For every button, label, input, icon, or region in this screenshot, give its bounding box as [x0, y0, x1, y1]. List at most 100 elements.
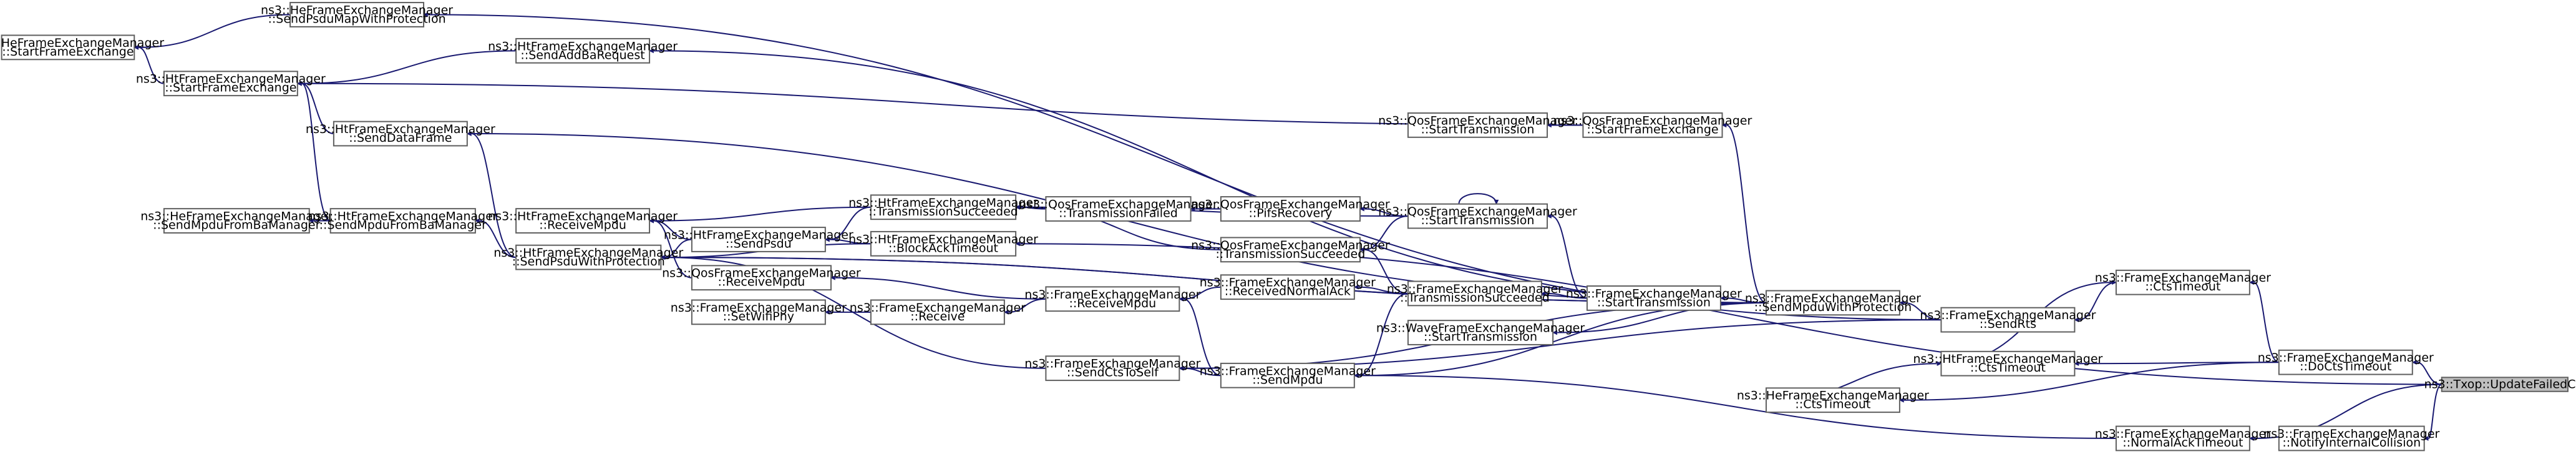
edge-arrowhead [1721, 122, 1727, 128]
node-label: ::PifsRecovery [1249, 206, 1333, 220]
node-fem-sendmpdu[interactable]: ns3::FrameExchangeManager::SendMpdu [1200, 362, 1376, 388]
node-ht-sendpsduwp[interactable]: ns3::HtFrameExchangeManager::SendPsduWit… [493, 244, 683, 270]
node-fem-transsucc[interactable]: ns3::FrameExchangeManager::TransmissionS… [1387, 280, 1563, 307]
node-fem-sendrts[interactable]: ns3::FrameExchangeManager::SendRts [1920, 307, 2096, 333]
node-label: ::SendAddBaRequest [520, 48, 644, 62]
node-fem-recvnormalack[interactable]: ns3::FrameExchangeManager::ReceivedNorma… [1200, 274, 1376, 300]
node-ht-sendmpdufromba[interactable]: ns3::HtFrameExchangeManager::SendMpduFro… [308, 208, 498, 234]
node-label: ::SendCtsToSelf [1067, 366, 1159, 380]
edge-line [1364, 215, 1408, 250]
node-qos-starttrans-b[interactable]: ns3::QosFrameExchangeManager::StartTrans… [1378, 112, 1577, 138]
node-fem-sendmpduwp[interactable]: ns3::FrameExchangeManager::SendMpduWithP… [1745, 290, 1921, 316]
edge-line [2079, 282, 2116, 321]
node-qos-pifs[interactable]: ns3::QosFrameExchangeManager::PifsRecove… [1191, 196, 1390, 222]
node-label: ::DoCtsTimeout [2300, 360, 2391, 373]
node-fem-receive[interactable]: ns3::FrameExchangeManager::Receive [850, 299, 1026, 325]
node-label: ns3::HtFrameExchangeManager [664, 228, 853, 242]
node-label: ::ReceiveMpdu [539, 219, 626, 232]
node-box [1045, 286, 1180, 312]
node-fem-notifyinternal[interactable]: ns3::FrameExchangeManager::NotifyInterna… [2263, 425, 2440, 452]
node-label: ns3::HtFrameExchangeManager [493, 246, 683, 260]
node-label: ns3::QosFrameExchangeManager [1019, 197, 1218, 211]
node-label: ::TransmissionSucceeded [1216, 247, 1366, 261]
edge-ht-sendmpdufromba-to-he-sendmpdufromba [308, 218, 331, 224]
edge-arrowhead [830, 275, 835, 280]
node-qos-receivempdu[interactable]: ns3::QosFrameExchangeManager::ReceiveMpd… [662, 265, 861, 291]
node-label: ::StartFrameExchange [165, 81, 296, 95]
node-label: ::StartTransmission [1424, 330, 1537, 344]
node-fem-ctstimeout[interactable]: ns3::FrameExchangeManager::CtsTimeout [2095, 269, 2271, 295]
node-fem-sendctstoself[interactable]: ns3::FrameExchangeManager::SendCtsToSelf [1024, 355, 1201, 382]
node-box [1940, 350, 2076, 377]
edge-arrowhead [648, 218, 654, 224]
edge-line [428, 14, 1942, 321]
node-fem-normalack[interactable]: ns3::FrameExchangeManager::NormalAckTime… [2095, 425, 2271, 452]
node-label: ns3::FrameExchangeManager [1024, 288, 1200, 302]
node-ht-senddata[interactable]: ns3::HtFrameExchangeManager::SendDataFra… [306, 121, 495, 147]
node-box [1220, 362, 1355, 388]
node-box [1586, 285, 1721, 311]
node-label: ::ReceiveMpdu [1069, 297, 1156, 310]
edge-arrowhead [1353, 284, 1359, 290]
edge-fem-receive-to-fem-setwifiphy [824, 310, 871, 315]
node-he-start[interactable]: ns3::HeFrameExchangeManager::StartFrameE… [0, 34, 164, 61]
edge-arrowhead [134, 45, 139, 50]
node-label: ::SetWifiPhy [723, 310, 794, 323]
node-label: ::StartFrameExchange [2, 45, 134, 59]
node-box [691, 227, 826, 252]
edge-arrowhead [1359, 247, 1364, 252]
node-ht-transsucc[interactable]: ns3::HtFrameExchangeManager::Transmissio… [848, 194, 1038, 220]
node-label: ::Receive [910, 310, 965, 323]
node-label: ::CtsTimeout [1970, 361, 2046, 375]
node-txop-update[interactable]: ns3::Txop::UpdateFailedCw [2424, 377, 2576, 392]
node-label: ns3::FrameExchangeManager [1024, 357, 1200, 371]
node-label: ns3::HeFrameExchangeManager [0, 36, 164, 50]
node-ht-sendpsdu[interactable]: ns3::HtFrameExchangeManager::SendPsdu [664, 227, 853, 252]
node-ht-blockack[interactable]: ns3::HtFrameExchangeManager::BlockAckTim… [848, 230, 1038, 257]
edge-fem-docts-to-fem-ctstimeout [2248, 280, 2280, 363]
edge-fem-sendrts-to-he-sendpsdumap [422, 12, 1942, 321]
node-box [1, 34, 135, 61]
node-label: ::SendPsduMapWithProtection [268, 12, 445, 26]
edge-ht-sendpsduwp-to-ht-sendmpdufromba [474, 218, 517, 259]
node-he-sendpsdumap[interactable]: ns3::HeFrameExchangeManager::SendPsduMap… [261, 2, 453, 27]
node-label: ::SendMpdu [1252, 373, 1323, 387]
node-he-sendmpdufromba[interactable]: ns3::HeFrameExchangeManager::SendMpduFro… [140, 208, 333, 234]
node-label: ns3::QosFrameExchangeManager [1553, 114, 1752, 127]
edge-arrowhead [1552, 330, 1557, 335]
node-label: ns3::HtFrameExchangeManager [488, 39, 678, 53]
edge-line [138, 46, 165, 84]
node-label: ::NotifyInternalCollision [2282, 436, 2421, 450]
node-fem-starttrans[interactable]: ns3::FrameExchangeManager::StartTransmis… [1566, 285, 1742, 311]
edge-line [301, 82, 334, 135]
node-wave-starttrans[interactable]: ns3::WaveFrameExchangeManager::StartTran… [1376, 320, 1585, 345]
node-ht-receivempdu[interactable]: ns3::HtFrameExchangeManager::ReceiveMpdu [488, 208, 678, 234]
node-label: ns3::QosFrameExchangeManager [1378, 114, 1577, 127]
node-label: ::ReceiveMpdu [718, 275, 805, 289]
node-label: ns3::QosFrameExchangeManager [662, 267, 861, 280]
node-fem-docts[interactable]: ns3::FrameExchangeManager::DoCtsTimeout [2258, 349, 2434, 375]
node-label: ns3::WaveFrameExchangeManager [1376, 322, 1585, 335]
node-qos-transsucc[interactable]: ns3::QosFrameExchangeManager::Transmissi… [1191, 237, 1390, 263]
node-label: ns3::HtFrameExchangeManager [306, 122, 495, 136]
edge-fem-docts-to-he-ctstimeout [1898, 362, 2279, 403]
node-ht-startfe[interactable]: ns3::HtFrameExchangeManager::StartFrameE… [136, 71, 326, 97]
edge-ht-sendaddba-to-ht-startfe [296, 50, 517, 86]
node-fem-setwifiphy[interactable]: ns3::FrameExchangeManager::SetWifiPhy [671, 299, 847, 325]
node-fem-receivempdu[interactable]: ns3::FrameExchangeManager::ReceiveMpdu [1024, 286, 1201, 312]
node-label: ns3::HtFrameExchangeManager [848, 232, 1038, 246]
edge-ht-transsucc-to-ht-receivempdu [648, 206, 871, 224]
node-label: ::StartTransmission [1421, 214, 1534, 227]
edge-arrowhead [2112, 280, 2117, 285]
node-qos-starttrans-a[interactable]: ns3::QosFrameExchangeManager::StartTrans… [1378, 203, 1577, 229]
node-ht-sendaddba[interactable]: ns3::HtFrameExchangeManager::SendAddBaRe… [488, 37, 678, 64]
node-qos-startfe[interactable]: ns3::QosFrameExchangeManager::StartFrame… [1553, 112, 1752, 138]
node-label: ::CtsTimeout [2145, 280, 2220, 294]
node-qos-transfailed[interactable]: ns3::QosFrameExchangeManager::Transmissi… [1019, 196, 1218, 222]
node-box [163, 208, 310, 234]
node-label: ns3::FrameExchangeManager [850, 301, 1026, 315]
node-he-ctstimeout[interactable]: ns3::HeFrameExchangeManager::CtsTimeout [1737, 387, 1929, 413]
node-ht-ctstimeout[interactable]: ns3::HtFrameExchangeManager::CtsTimeout [1913, 350, 2103, 377]
node-label: ns3::FrameExchangeManager [2263, 427, 2439, 441]
edge-arrowhead [2248, 280, 2254, 285]
